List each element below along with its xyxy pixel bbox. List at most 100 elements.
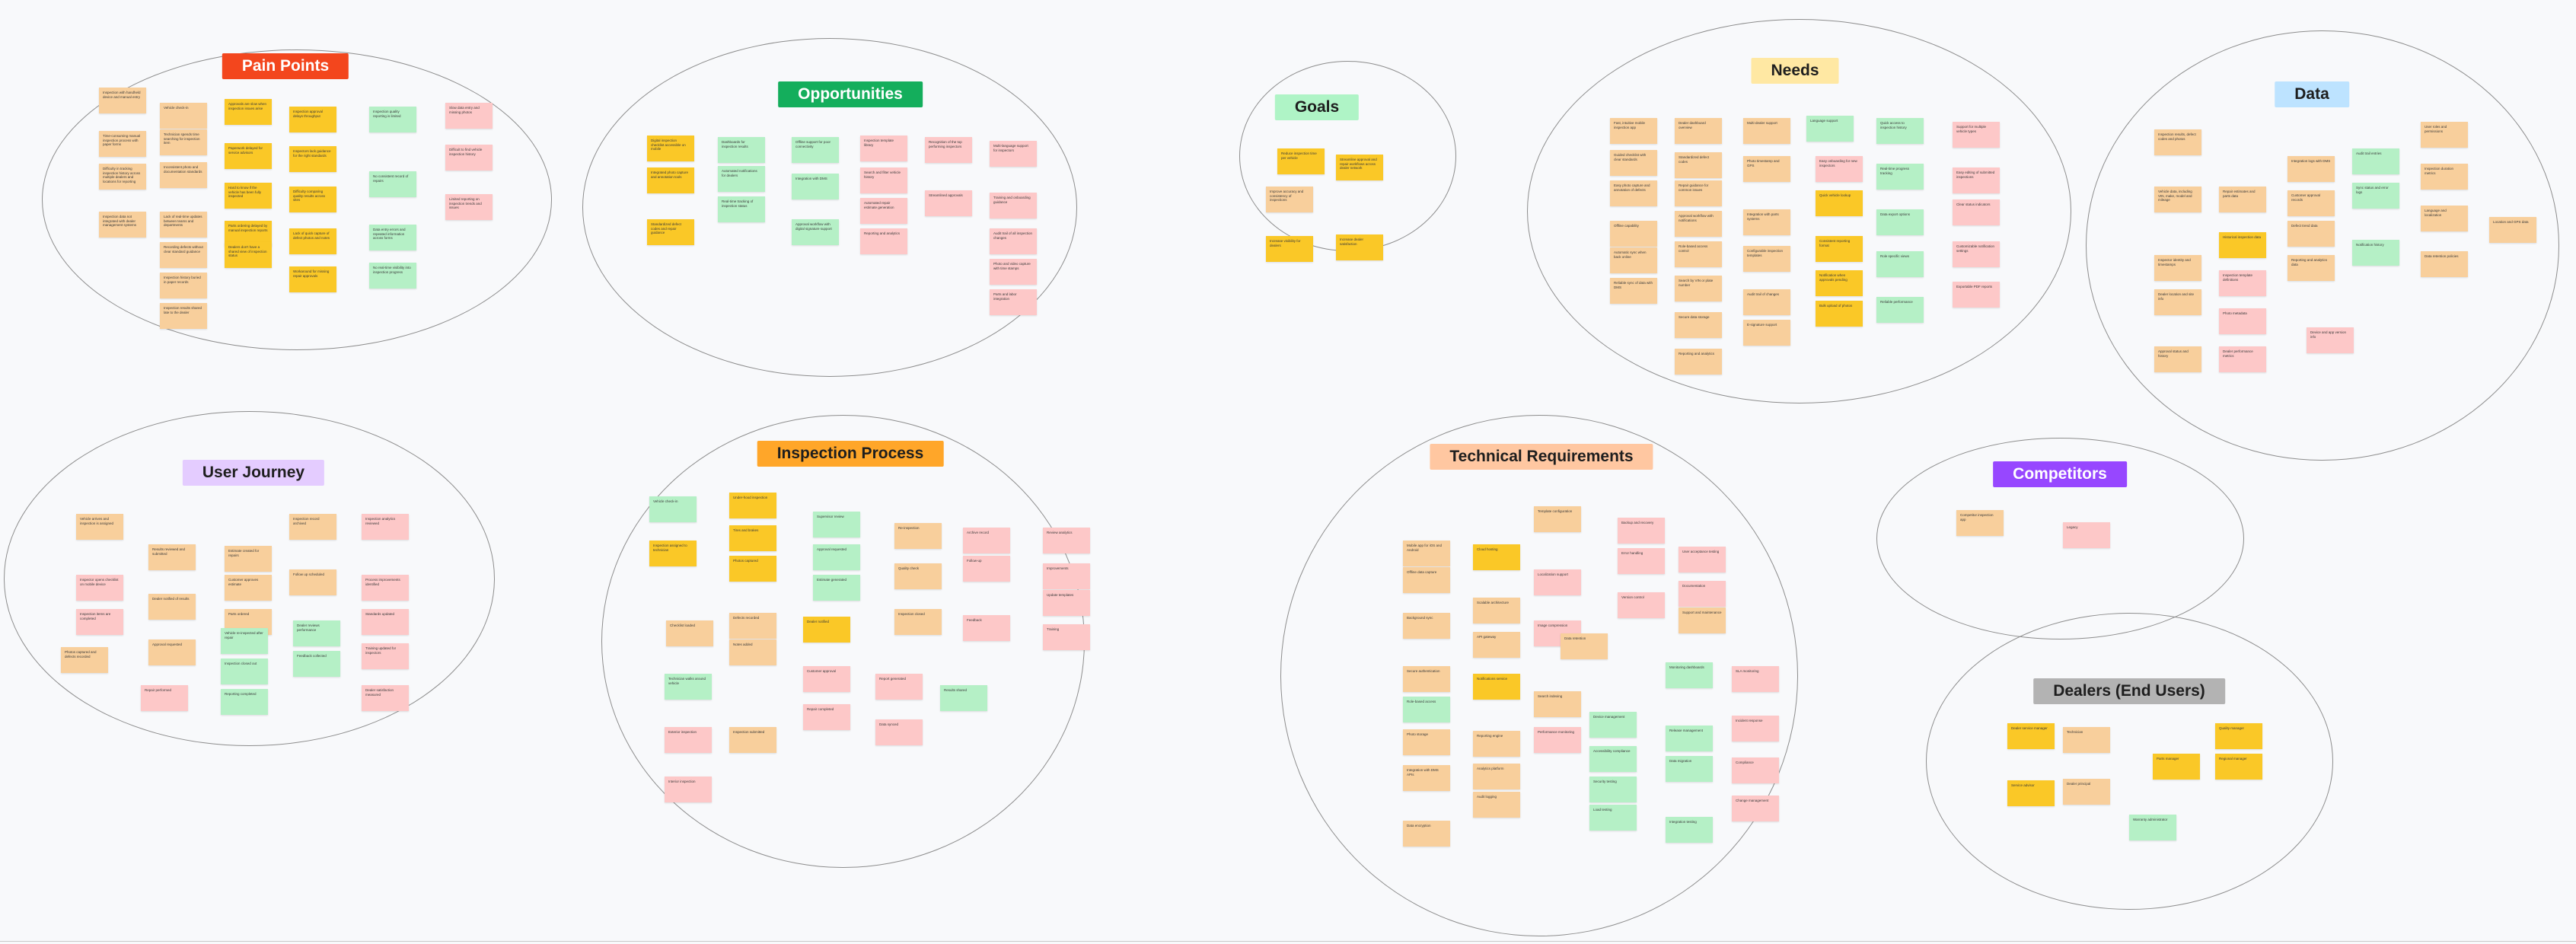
sticky-note[interactable]: Multi-language support for inspectors — [990, 141, 1037, 167]
sticky-note[interactable]: Inspection items are completed — [76, 609, 123, 635]
sticky-note[interactable]: Consistent reporting format — [1816, 236, 1863, 262]
sticky-note[interactable]: Role-based access — [1403, 697, 1450, 722]
sticky-note[interactable]: Data retention — [1561, 633, 1608, 659]
sticky-note[interactable]: Mobile app for iOS and Android — [1403, 541, 1450, 566]
section-title-pain-points[interactable]: Pain Points — [222, 53, 349, 79]
sticky-note[interactable]: User roles and permissions — [2421, 122, 2468, 148]
sticky-note[interactable]: Incident response — [1732, 716, 1779, 741]
sticky-note[interactable]: Inspection record archived — [289, 514, 336, 540]
sticky-note[interactable]: Version control — [1618, 592, 1665, 618]
sticky-note[interactable]: Approvals are slow when inspection issue… — [225, 99, 272, 125]
sticky-note[interactable]: API gateway — [1473, 632, 1520, 658]
sticky-note[interactable]: Reporting and analytics — [860, 228, 907, 254]
section-title-competitors[interactable]: Competitors — [1993, 461, 2127, 487]
sticky-note[interactable]: Notes added — [729, 639, 776, 665]
sticky-note[interactable]: Inspection with handheld device and manu… — [99, 88, 146, 113]
sticky-note[interactable]: Language support — [1806, 116, 1854, 142]
sticky-note[interactable]: Regional manager — [2215, 754, 2262, 780]
sticky-note[interactable]: Accessibility compliance — [1589, 746, 1637, 772]
sticky-note[interactable]: Search and filter vehicle history — [860, 167, 907, 193]
sticky-note[interactable]: Notifications service — [1473, 674, 1520, 700]
sticky-note[interactable]: Data export options — [1876, 209, 1924, 235]
sticky-note[interactable]: Reduce inspection time per vehicle — [1277, 148, 1325, 174]
sticky-note[interactable]: Role specific views — [1876, 251, 1924, 277]
sticky-note[interactable]: Estimate created for repairs — [225, 546, 272, 572]
sticky-note[interactable]: Error handling — [1618, 548, 1665, 574]
sticky-note[interactable]: Sync status and error logs — [2352, 183, 2399, 209]
sticky-note[interactable]: Re-inspection — [894, 523, 942, 549]
sticky-note[interactable]: Inspection assigned to technician — [649, 541, 697, 566]
sticky-note[interactable]: Audit trail of all inspection changes — [990, 228, 1037, 254]
sticky-note[interactable]: Clear status indicators — [1953, 199, 2000, 225]
section-title-inspection-process[interactable]: Inspection Process — [757, 441, 944, 467]
sticky-note[interactable]: Streamlined approvals — [925, 190, 972, 216]
sticky-note[interactable]: Slow data entry and missing photos — [445, 103, 493, 129]
sticky-note[interactable]: Location and GPS data — [2489, 217, 2536, 243]
sticky-note[interactable]: Data entry errors and repeated informati… — [369, 225, 416, 250]
sticky-note[interactable]: Inspectors lack guidance for the right s… — [289, 146, 336, 172]
sticky-note[interactable]: Parts manager — [2153, 754, 2200, 780]
sticky-note[interactable]: Service advisor — [2007, 780, 2055, 806]
sticky-note[interactable]: Photo storage — [1403, 729, 1450, 755]
sticky-note[interactable]: Standardized defect codes and repair gui… — [647, 219, 694, 245]
sticky-note[interactable]: Archive record — [963, 528, 1010, 553]
sticky-note[interactable]: Estimate generated — [813, 575, 860, 601]
sticky-note[interactable]: Localization support — [1534, 569, 1581, 595]
sticky-note[interactable]: Approval workflow with notifications — [1675, 211, 1722, 237]
sticky-note[interactable]: Notification when approvals pending — [1816, 270, 1863, 296]
sticky-note[interactable]: Vehicle check-in — [649, 496, 697, 522]
sticky-note[interactable]: Repair estimates and parts data — [2219, 187, 2266, 212]
sticky-note[interactable]: Analytics platform — [1473, 764, 1520, 789]
sticky-note[interactable]: Technician — [2063, 727, 2110, 753]
sticky-note[interactable]: Audit logging — [1473, 792, 1520, 818]
sticky-note[interactable]: Load testing — [1589, 805, 1637, 831]
sticky-note[interactable]: Increase visibility for dealers — [1266, 236, 1313, 262]
sticky-note[interactable]: Photo metadata — [2219, 308, 2266, 334]
sticky-note[interactable]: Offline data capture — [1403, 567, 1450, 593]
sticky-note[interactable]: Report generated — [875, 674, 923, 700]
sticky-note[interactable]: Integration with parts systems — [1743, 209, 1790, 235]
sticky-note[interactable]: Release management — [1666, 726, 1713, 751]
sticky-note[interactable]: Training and onboarding guidance — [990, 193, 1037, 218]
sticky-note[interactable]: Inspection approval delays throughput — [289, 107, 336, 132]
sticky-note[interactable]: Data migration — [1666, 756, 1713, 782]
sticky-note[interactable]: Bulk upload of photos — [1816, 301, 1863, 327]
sticky-note[interactable]: Under-hood inspection — [729, 493, 776, 518]
sticky-note[interactable]: Automatic sync when back online — [1610, 247, 1657, 273]
sticky-note[interactable]: Improve accuracy and consistency of insp… — [1266, 187, 1313, 212]
sticky-note[interactable]: Dashboards for inspection results — [718, 137, 765, 163]
sticky-note[interactable]: Device management — [1589, 712, 1637, 738]
sticky-note[interactable]: Device and app version info — [2307, 327, 2354, 353]
sticky-note[interactable]: Customer approval — [803, 666, 850, 692]
sticky-note[interactable]: Dealer notified — [803, 617, 850, 643]
section-title-goals[interactable]: Goals — [1274, 94, 1360, 120]
sticky-note[interactable]: Streamline approval and repair workflows… — [1336, 155, 1383, 180]
sticky-note[interactable]: Reliable sync of data with DMS — [1610, 278, 1657, 304]
sticky-note[interactable]: Data synced — [875, 719, 923, 745]
sticky-note[interactable]: Offline support for poor connectivity — [792, 137, 839, 163]
sticky-note[interactable]: Increase dealer satisfaction — [1336, 234, 1383, 260]
sticky-note[interactable]: Repair completed — [803, 704, 850, 730]
sticky-note[interactable]: Inspection duration metrics — [2421, 164, 2468, 190]
sticky-note[interactable]: Training — [1043, 624, 1090, 650]
sticky-note[interactable]: Customer approves estimate — [225, 575, 272, 601]
sticky-note[interactable]: Search indexing — [1534, 691, 1581, 717]
sticky-note[interactable]: Training updated for inspectors — [362, 643, 409, 669]
sticky-note[interactable]: Inspection submitted — [729, 727, 776, 753]
sticky-note[interactable]: Inspection history buried in paper recor… — [160, 273, 207, 298]
sticky-note[interactable]: Recognition of the top performing inspec… — [925, 137, 972, 163]
sticky-note[interactable]: Customer approval records — [2287, 190, 2335, 216]
sticky-note[interactable]: Background sync — [1403, 613, 1450, 639]
sticky-note[interactable]: Inspection template definitions — [2219, 270, 2266, 296]
sticky-note[interactable]: Notification history — [2352, 240, 2399, 266]
sticky-note[interactable]: E-signature support — [1743, 320, 1790, 346]
sticky-note[interactable]: Checklist loaded — [666, 620, 713, 646]
sticky-note[interactable]: Paperwork delayed for service advisors — [225, 143, 272, 169]
sticky-note[interactable]: Quick access to inspection history — [1876, 118, 1924, 144]
sticky-note[interactable]: Feedback — [963, 615, 1010, 641]
sticky-note[interactable]: Dealer location and site info — [2154, 289, 2201, 315]
sticky-note[interactable]: Data retention policies — [2421, 251, 2468, 277]
sticky-note[interactable]: Hard to know if the vehicle has been ful… — [225, 183, 272, 209]
sticky-note[interactable]: Inspection template library — [860, 136, 907, 161]
section-title-dealers[interactable]: Dealers (End Users) — [2033, 678, 2225, 704]
